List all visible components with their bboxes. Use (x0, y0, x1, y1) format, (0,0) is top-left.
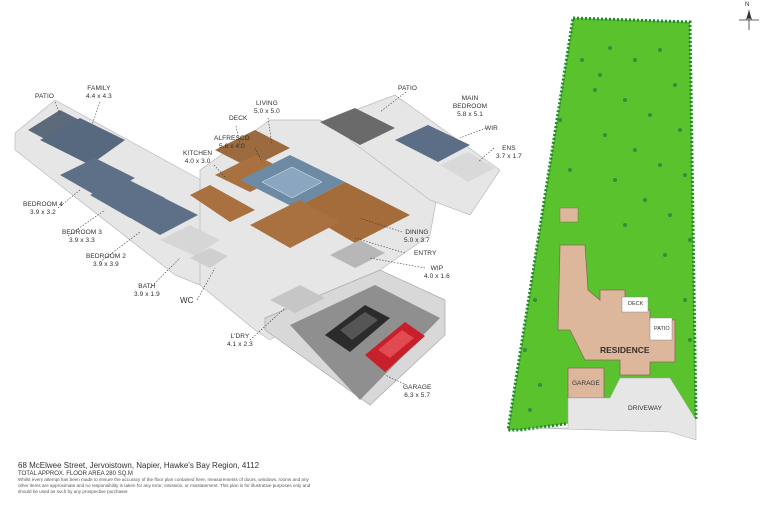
room-name: MAIN BEDROOM (452, 95, 488, 110)
room-name: L'DRY (230, 333, 250, 340)
property-address: 68 McElwee Street, Jervoistown, Napier, … (18, 461, 260, 470)
deck-area (621, 296, 649, 313)
patio-top-floor (320, 108, 395, 145)
ldry-floor (270, 285, 325, 313)
total-floor-area: TOTAL APPROX. FLOOR AREA 280 SQ.M (18, 471, 133, 477)
residence-roof (557, 244, 676, 376)
room-name: ENTRY (414, 250, 437, 257)
driveway-area (529, 377, 697, 441)
living-rug (261, 166, 323, 199)
room-name: DECK (229, 115, 248, 122)
room-dim: 3.9 x 3.3 (69, 237, 95, 244)
label-living: LIVING 5.0 x 5.0 (254, 100, 280, 116)
label-wip: WIP 4.0 x 1.6 (424, 265, 450, 281)
label-dining: DINING 5.0 x 3.7 (404, 229, 430, 245)
label-entry: ENTRY (414, 250, 436, 258)
room-dim: 5.8 x 5.1 (457, 111, 483, 118)
room-name: PATIO (398, 85, 418, 92)
patio-area (649, 317, 673, 341)
site-deck-label: DECK (628, 301, 644, 307)
room-name: LIVING (255, 100, 278, 107)
label-kitchen: KITCHEN 4.0 x 3.0 (183, 150, 212, 166)
label-garage: GARAGE 6.3 x 5.7 (403, 384, 431, 400)
room-name: BEDROOM 2 (86, 253, 126, 260)
room-dim: 4.1 x 2.3 (227, 341, 253, 348)
label-bedroom4: BEDROOM 4 3.9 x 3.2 (23, 201, 63, 217)
shed (559, 207, 579, 223)
bath-floor (160, 225, 220, 256)
label-wir: WIR (485, 125, 498, 133)
site-patio-label: PATIO (654, 326, 670, 332)
car-dark (325, 305, 390, 352)
label-bedroom3: BEDROOM 3 3.9 x 3.3 (62, 229, 102, 245)
room-dim: 5.8 x 4.0 (219, 143, 245, 150)
plan-footer: 68 McElwee Street, Jervoistown, Napier, … (18, 461, 318, 495)
room-dim: 4.0 x 3.0 (184, 158, 211, 165)
entry-floor (250, 200, 340, 248)
disclaimer-text: Whilst every attempt has been made to en… (18, 477, 311, 494)
kitchen-floor (215, 155, 290, 192)
label-bath: BATH 3.9 x 1.9 (134, 283, 160, 299)
room-name: WC (180, 296, 194, 305)
garage-floor (290, 285, 440, 400)
room-dim: 4.0 x 1.6 (424, 273, 450, 280)
dining-floor (295, 182, 410, 243)
room-name: WIR (485, 125, 498, 132)
room-name: BEDROOM 3 (62, 229, 102, 236)
leader-lines (54, 91, 495, 385)
car-red (365, 322, 425, 372)
room-name: ALFRESCO (214, 135, 250, 142)
room-name: BATH (138, 283, 156, 290)
room-dim: 6.3 x 5.7 (404, 392, 431, 399)
label-alfresco: ALFRESCO 5.8 x 4.0 (214, 135, 250, 151)
room-dim: 3.9 x 3.2 (30, 209, 56, 216)
label-family: FAMILY 4.4 x 4.3 (86, 85, 112, 101)
room-name: GARAGE (403, 384, 432, 391)
main-bedroom-floor (395, 125, 470, 162)
site-garage-label: GARAGE (572, 380, 600, 387)
room-name: KITCHEN (183, 150, 213, 157)
label-bedroom2: BEDROOM 2 3.9 x 3.9 (86, 253, 126, 269)
family-floor (40, 118, 125, 165)
floorplan-3d (14, 91, 500, 406)
room-name: DINING (405, 229, 429, 236)
room-name: ENS (502, 145, 516, 152)
room-name: FAMILY (87, 85, 111, 92)
room-dim: 5.0 x 5.0 (254, 108, 280, 115)
room-dim: 3.9 x 3.9 (93, 261, 119, 268)
site-residence-label: RESIDENCE (600, 345, 650, 355)
label-wc: WC (180, 297, 194, 305)
room-dim: 3.9 x 1.9 (134, 291, 160, 298)
compass-north-label: N (745, 2, 750, 8)
room-dim: 4.4 x 4.3 (86, 93, 112, 100)
north-compass: N (737, 2, 761, 32)
wip-floor (330, 240, 385, 268)
label-main-bedroom: MAIN BEDROOM 5.8 x 5.1 (448, 95, 492, 119)
room-name: WIP (430, 265, 444, 272)
wc-floor (190, 248, 228, 268)
label-patio-left: PATIO (35, 93, 54, 101)
compass-arrow-icon (739, 10, 759, 30)
hall-floor (190, 185, 255, 222)
label-patio-top: PATIO (398, 85, 417, 93)
site-plan (506, 16, 698, 441)
label-deck: DECK (229, 115, 247, 123)
label-ens: ENS 3.7 x 1.7 (496, 145, 522, 161)
label-ldry: L'DRY 4.1 x 2.3 (227, 333, 253, 349)
site-driveway-label: DRIVEWAY (628, 405, 662, 412)
room-dim: 3.7 x 1.7 (496, 153, 522, 160)
room-name: BEDROOM 4 (23, 201, 63, 208)
room-dim: 5.0 x 3.7 (404, 237, 430, 244)
lawn-dots (523, 46, 692, 412)
bedroom2-floor (120, 195, 198, 235)
room-name: PATIO (35, 93, 55, 100)
ensuite-floor (440, 152, 495, 182)
